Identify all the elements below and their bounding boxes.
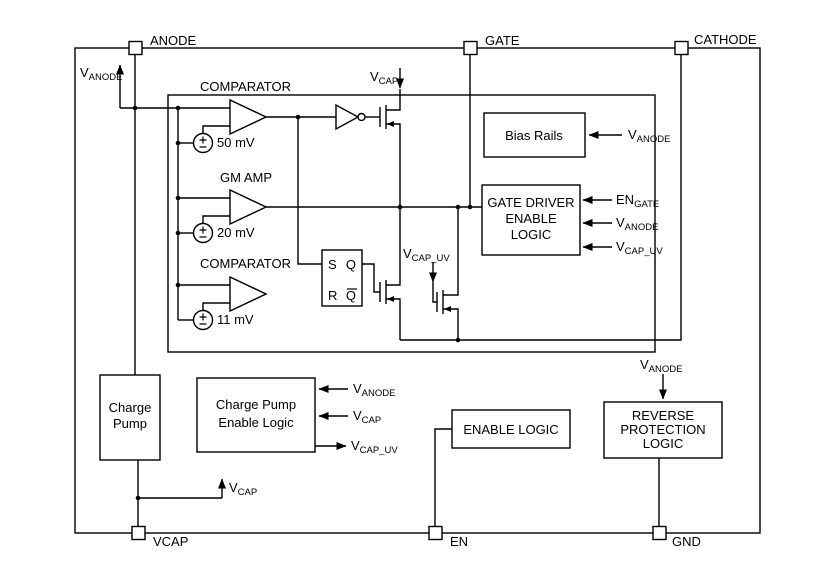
comparator-bottom-symbol: [229, 275, 268, 313]
latch-qbar-label: Q: [346, 288, 356, 303]
offset-source-bottom: [192, 309, 214, 331]
signal-label-v-cap-uv-out: VCAP_UV: [351, 438, 398, 456]
offset-source-mid: [192, 222, 214, 244]
reverse-protection-label-line1: REVERSE: [632, 408, 694, 423]
inverter-bubble-icon: [357, 112, 366, 122]
enable-logic-label: ENABLE LOGIC: [463, 422, 558, 437]
charge-pump-enable-logic-block: Charge Pump Enable Logic: [196, 377, 316, 453]
nmos1-body-arrow-icon: [387, 296, 394, 302]
nmos-pulldown-2: [436, 207, 459, 340]
pin-label-vcap: VCAP: [153, 534, 188, 549]
signal-label-v-anode-reverse: VANODE: [640, 357, 682, 375]
comparator-top-symbol: [229, 98, 268, 136]
pmos-drain: [386, 89, 401, 111]
signal-label-v-cap-bottom: VCAP: [229, 480, 257, 498]
charge-pump-label-line2: Pump: [113, 416, 147, 431]
pmos-pullup: [379, 68, 404, 207]
wire-latch-s-feed: [297, 117, 322, 265]
nmos1-drain: [386, 207, 401, 286]
junction-dots: [132, 105, 473, 501]
signal-label-v-cap-cpe: VCAP: [353, 408, 381, 426]
wire-en-pin: [434, 428, 452, 527]
pin-label-gate: GATE: [485, 33, 520, 48]
gate-driver-core-boundary: [167, 94, 656, 353]
pin-label-gnd: GND: [672, 534, 701, 549]
reverse-protection-label-line3: LOGIC: [643, 436, 683, 451]
plus-minus-icon: [199, 226, 207, 238]
signal-label-v-anode-cpe: VANODE: [353, 381, 395, 399]
offset-bottom-label: 11 mV: [217, 312, 254, 327]
pin-vcap: [131, 525, 146, 541]
cpe-label-line2: Enable Logic: [218, 415, 294, 430]
offset-mid-label: 20 mV: [217, 225, 255, 240]
reverse-protection-logic-block: REVERSE PROTECTION LOGIC: [603, 401, 723, 459]
inverter-symbol: [335, 103, 360, 131]
pin-en: [428, 525, 443, 541]
latch-s-label: S: [328, 257, 337, 272]
wires: [116, 54, 682, 527]
comparator-bottom-label: COMPARATOR: [200, 256, 291, 271]
wire-offset1-to-comp: [202, 125, 230, 134]
wire-cathode-rail: [400, 54, 682, 341]
nmos2-drain: [443, 207, 459, 296]
signal-label-en-gate: ENGATE: [616, 192, 659, 210]
signal-label-v-cap-uv-core: VCAP_UV: [403, 246, 450, 264]
gate-driver-enable-logic-block: GATE DRIVER ENABLE LOGIC: [481, 184, 581, 256]
pin-label-anode: ANODE: [150, 33, 197, 48]
gate-driver-label-line3: LOGIC: [511, 227, 551, 242]
wire-offset3-to-comp: [202, 302, 230, 311]
signal-label-v-cap-pmos: VCAP: [370, 69, 398, 87]
pin-cathode: [674, 40, 689, 56]
charge-pump-block: Charge Pump: [99, 374, 161, 461]
wire-offset2-to-amp: [202, 215, 230, 224]
signal-label-v-anode-bias: VANODE: [628, 127, 670, 145]
gate-driver-label-line1: GATE DRIVER: [487, 195, 574, 210]
signal-label-v-anode-top: VANODE: [80, 65, 122, 83]
pin-label-en: EN: [450, 534, 468, 549]
pin-label-cathode: CATHODE: [694, 32, 757, 47]
wire-vcapuv-to-nmos2-gate: [432, 282, 437, 303]
charge-pump-label-line1: Charge: [109, 400, 152, 415]
latch-q-label: Q: [346, 257, 356, 272]
pin-anode: [128, 40, 143, 56]
bias-rails-label: Bias Rails: [505, 128, 563, 143]
pin-gate: [463, 40, 478, 56]
plus-minus-icon: [199, 136, 207, 148]
cpe-label-line1: Charge Pump: [216, 397, 296, 412]
latch-r-label: R: [328, 288, 337, 303]
bias-rails-block: Bias Rails: [483, 112, 586, 158]
pin-gnd: [652, 525, 667, 541]
pmos-body-arrow-icon: [387, 121, 394, 127]
wire-latch-q-to-nmos1: [362, 263, 380, 293]
signal-label-v-anode-gd: VANODE: [616, 215, 658, 233]
sr-latch: S Q R Q: [321, 249, 363, 307]
offset-top-label: 50 mV: [217, 135, 255, 150]
gate-driver-label-line2: ENABLE: [505, 211, 557, 226]
reverse-protection-label-line2: PROTECTION: [620, 422, 705, 437]
pin-pads: [128, 40, 689, 541]
gm-amp-label: GM AMP: [220, 170, 272, 185]
enable-logic-block: ENABLE LOGIC: [451, 409, 571, 449]
gm-amp-symbol: [229, 188, 268, 226]
nmos-pulldown-1: [379, 207, 401, 340]
comparator-top-label: COMPARATOR: [200, 79, 291, 94]
plus-minus-icon: [199, 313, 207, 325]
signal-label-v-cap-uv-gd: VCAP_UV: [616, 239, 663, 257]
nmos2-body-arrow-icon: [444, 306, 451, 312]
offset-source-top: [192, 132, 214, 154]
